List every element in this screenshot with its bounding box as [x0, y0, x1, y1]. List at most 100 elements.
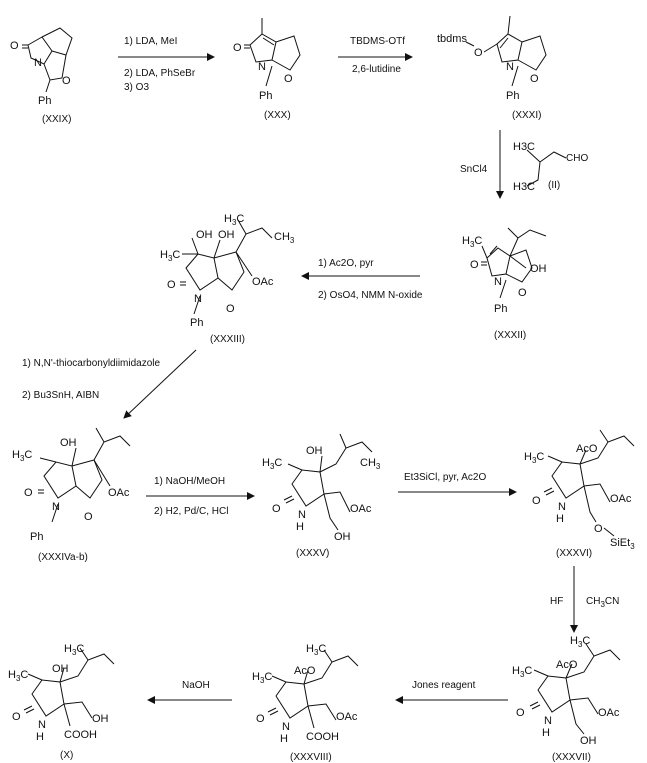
- c32-n: N: [494, 276, 502, 288]
- step-1: 1) LDA, MeI 2) LDA, PhSeBr 3) O3: [118, 36, 215, 93]
- c37-h: H: [542, 727, 550, 739]
- r5-line1: 1) N,N'-thiocarbonyldiimidazole: [22, 358, 161, 369]
- c31-label: (XXXI): [512, 110, 541, 121]
- compound-xxxviii: H3C AcO H3C O N H COOH OAc (XXXVIII): [252, 643, 359, 763]
- c31-o2: O: [530, 73, 539, 85]
- r5-line2: 2) Bu3SnH, AIBN: [22, 390, 99, 401]
- r8-line1: HF: [550, 596, 563, 607]
- step-4: 1) Ac2O, pyr 2) OsO4, NMM N-oxide: [301, 258, 423, 301]
- r1-line2: 2) LDA, PhSeBr: [124, 68, 196, 79]
- c33-label: (XXXIII): [210, 334, 245, 345]
- step-7: Et3SiCl, pyr, Ac2O: [398, 472, 517, 496]
- c29-o1: O: [10, 40, 19, 52]
- c35-label: (XXXV): [296, 548, 329, 559]
- cx-oh: OH: [52, 663, 69, 675]
- c38-h: H: [280, 733, 288, 745]
- c38-h3c2: H3C: [306, 643, 326, 657]
- c33-ch3: CH3: [274, 231, 295, 245]
- r9-line1: Jones reagent: [412, 680, 476, 691]
- cx-label: (X): [60, 750, 73, 761]
- compound-xxxv: H3C OH CH3 O N H OAc OH (XXXV): [262, 433, 381, 559]
- c30-n: N: [258, 61, 266, 73]
- r8-line2: CH3CN: [586, 596, 619, 609]
- step-9: Jones reagent: [395, 680, 508, 704]
- c38-aco: AcO: [294, 665, 316, 677]
- compound-xxix: O N O Ph (XXIX): [10, 27, 73, 125]
- cx-nh: N: [38, 719, 46, 731]
- cx-h: H: [36, 731, 44, 743]
- c36-nh: N: [558, 501, 566, 513]
- c31-ph: Ph: [506, 90, 519, 102]
- arrow-5: [123, 349, 197, 419]
- step-8: HF CH3CN: [550, 566, 619, 633]
- compound-xxxvi: H3C AcO OAc O N H O SiEt3 (XXXVI): [524, 429, 635, 559]
- c37-h3c2: H3C: [570, 635, 590, 649]
- r2-line1: TBDMS-OTf: [350, 36, 405, 47]
- compound-xxx: O N O Ph (XXX): [233, 18, 301, 121]
- c34-label: (XXXIVa-b): [38, 552, 88, 563]
- c38-h3c: H3C: [252, 671, 272, 685]
- c37-oac: OAc: [598, 707, 620, 719]
- r3-line3: (II): [548, 180, 560, 191]
- step-10: NaOH: [147, 680, 232, 704]
- r3-ch3a: H3C: [513, 141, 535, 153]
- compound-xxxvii: H3C AcO H3C O N H OH OAc (XXXVII): [512, 635, 621, 763]
- c35-h: H: [296, 521, 304, 533]
- c38-oac: OAc: [336, 711, 358, 723]
- c38-nh: N: [282, 721, 290, 733]
- c38-o1: O: [256, 713, 265, 725]
- c35-o1: O: [272, 503, 281, 515]
- c34-h3c: H3C: [12, 449, 32, 463]
- r6-line1: 1) NaOH/MeOH: [154, 476, 225, 487]
- c33-ph: Ph: [190, 317, 203, 329]
- c33-o2: O: [226, 303, 235, 315]
- c33-h3c2: H3C: [224, 213, 244, 227]
- c31-tbdms: tbdms: [437, 33, 467, 45]
- c34-n: N: [52, 501, 60, 513]
- c37-label: (XXXVII): [552, 752, 591, 763]
- c37-h3c: H3C: [512, 665, 532, 679]
- c32-o1: O: [470, 259, 479, 271]
- compound-xxxii: H3C O N O OH Ph (XXXII): [462, 227, 547, 341]
- c36-o1: O: [532, 495, 541, 507]
- c33-h3c: H3C: [160, 249, 180, 263]
- c29-o2: O: [62, 75, 71, 87]
- c29-label: (XXIX): [42, 114, 71, 125]
- c36-o: O: [594, 523, 603, 535]
- c30-ph: Ph: [259, 90, 272, 102]
- c37-o1: O: [516, 707, 525, 719]
- c29-ph: Ph: [38, 95, 51, 107]
- c37-aco: AcO: [556, 659, 578, 671]
- c34-oac: OAc: [108, 487, 130, 499]
- c33-oh2: OH: [218, 229, 235, 241]
- r3-ch3b: H3C: [513, 181, 535, 193]
- r4-line1: 1) Ac2O, pyr: [318, 258, 374, 269]
- r2-line2: 2,6-lutidine: [352, 64, 401, 75]
- c33-o1: O: [167, 279, 176, 291]
- r3-line1: SnCl4: [460, 164, 488, 175]
- c36-h3c: H3C: [524, 451, 544, 465]
- c38-label: (XXXVIII): [290, 752, 332, 763]
- step-3: SnCl4 H3C H3C CHO (II): [460, 130, 588, 199]
- c31-n: N: [506, 61, 514, 73]
- r3-line2: CHO: [566, 153, 588, 164]
- c34-oh: OH: [60, 437, 77, 449]
- step-6: 1) NaOH/MeOH 2) H2, Pd/C, HCl: [146, 476, 255, 517]
- c37-nh: N: [544, 715, 552, 727]
- c33-n: N: [194, 293, 202, 305]
- c33-oh1: OH: [196, 229, 213, 241]
- c30-o1: O: [233, 42, 242, 54]
- c29-n: N: [34, 57, 42, 69]
- c36-h: H: [556, 513, 564, 525]
- cx-h3c2: H3C: [64, 643, 84, 657]
- compound-x: H3C OH H3C O N H COOH OH (X): [8, 643, 115, 761]
- c37-oh: OH: [580, 735, 597, 747]
- c35-oh: OH: [306, 445, 323, 457]
- c36-oac: OAc: [610, 493, 632, 505]
- c35-h3c: H3C: [262, 457, 282, 471]
- c30-label: (XXX): [264, 110, 291, 121]
- c36-siet: SiEt3: [610, 537, 635, 551]
- c35-oac: OAc: [350, 503, 372, 515]
- c32-label: (XXXII): [494, 330, 526, 341]
